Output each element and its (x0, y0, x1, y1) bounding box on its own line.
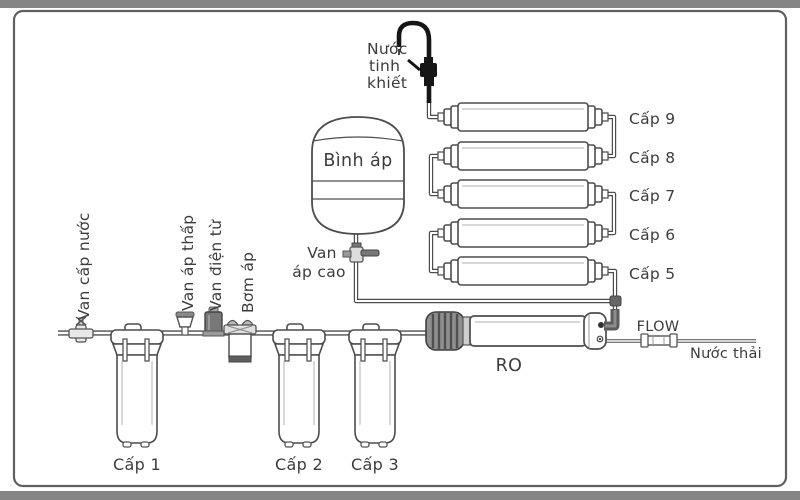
tank-body (311, 116, 405, 235)
pre-filter-stage1 (110, 323, 164, 448)
flow-label: FLOW (637, 319, 680, 335)
solenoid-valve-label: Van điện từ (207, 219, 225, 311)
booster-pump-label: Bơm áp (239, 252, 257, 313)
pure-water-line3: khiết (367, 74, 407, 92)
post-filter-stage7 (437, 179, 609, 209)
stage9-label: Cấp 9 (629, 110, 675, 128)
low-pressure-valve (175, 311, 195, 336)
faucet (396, 20, 437, 103)
stage2-label: Cấp 2 (275, 455, 323, 474)
post-filter-stage6 (437, 218, 609, 248)
stage5-label: Cấp 5 (629, 265, 675, 283)
tee-junction (609, 295, 622, 307)
hp-valve-line2: áp cao (292, 263, 346, 281)
ro-label: RO (496, 356, 523, 376)
post-filter-stage5 (437, 256, 609, 286)
post-filter-stage9 (437, 102, 609, 132)
faucet-valve-lever (407, 58, 421, 72)
stage3-label: Cấp 3 (351, 455, 399, 474)
pre-filter-stage2 (272, 323, 326, 448)
faucet-valve-cap (424, 57, 433, 64)
supply-valve (68, 316, 94, 343)
faucet-valve-body (420, 63, 437, 77)
tank-label: Bình áp (323, 151, 392, 171)
pure-water-label: Nước tinh khiết (367, 40, 408, 92)
high-pressure-valve (342, 242, 380, 263)
solenoid-valve (202, 306, 225, 337)
faucet-gooseneck (396, 20, 432, 103)
diagram-border (12, 9, 788, 488)
pre-filter-stage3 (348, 323, 402, 448)
waste-water-label: Nước thải (690, 346, 762, 362)
stage7-label: Cấp 7 (629, 187, 675, 205)
ro-permeate-port (598, 322, 604, 328)
top-frame-band (0, 0, 800, 8)
booster-pump (223, 319, 257, 363)
stage8-label: Cấp 8 (629, 149, 675, 167)
ro-membrane (425, 309, 620, 351)
pure-water-line2: tinh (369, 57, 400, 75)
pure-water-line1: Nước (367, 40, 408, 58)
pressure-tank: Bình áp (311, 116, 405, 235)
bottom-frame-band (0, 491, 800, 500)
low-pressure-valve-label: Van áp thấp (179, 215, 197, 311)
faucet-valve-base (424, 77, 434, 86)
stage6-label: Cấp 6 (629, 226, 675, 244)
supply-valve-label: Van cấp nước (75, 212, 93, 320)
post-filter-stage8 (437, 141, 609, 171)
hp-valve-line1: Van (307, 244, 337, 262)
flow-restrictor (640, 333, 678, 348)
stage1-label: Cấp 1 (113, 455, 161, 474)
high-pressure-valve-label: Van áp cao (292, 244, 346, 281)
